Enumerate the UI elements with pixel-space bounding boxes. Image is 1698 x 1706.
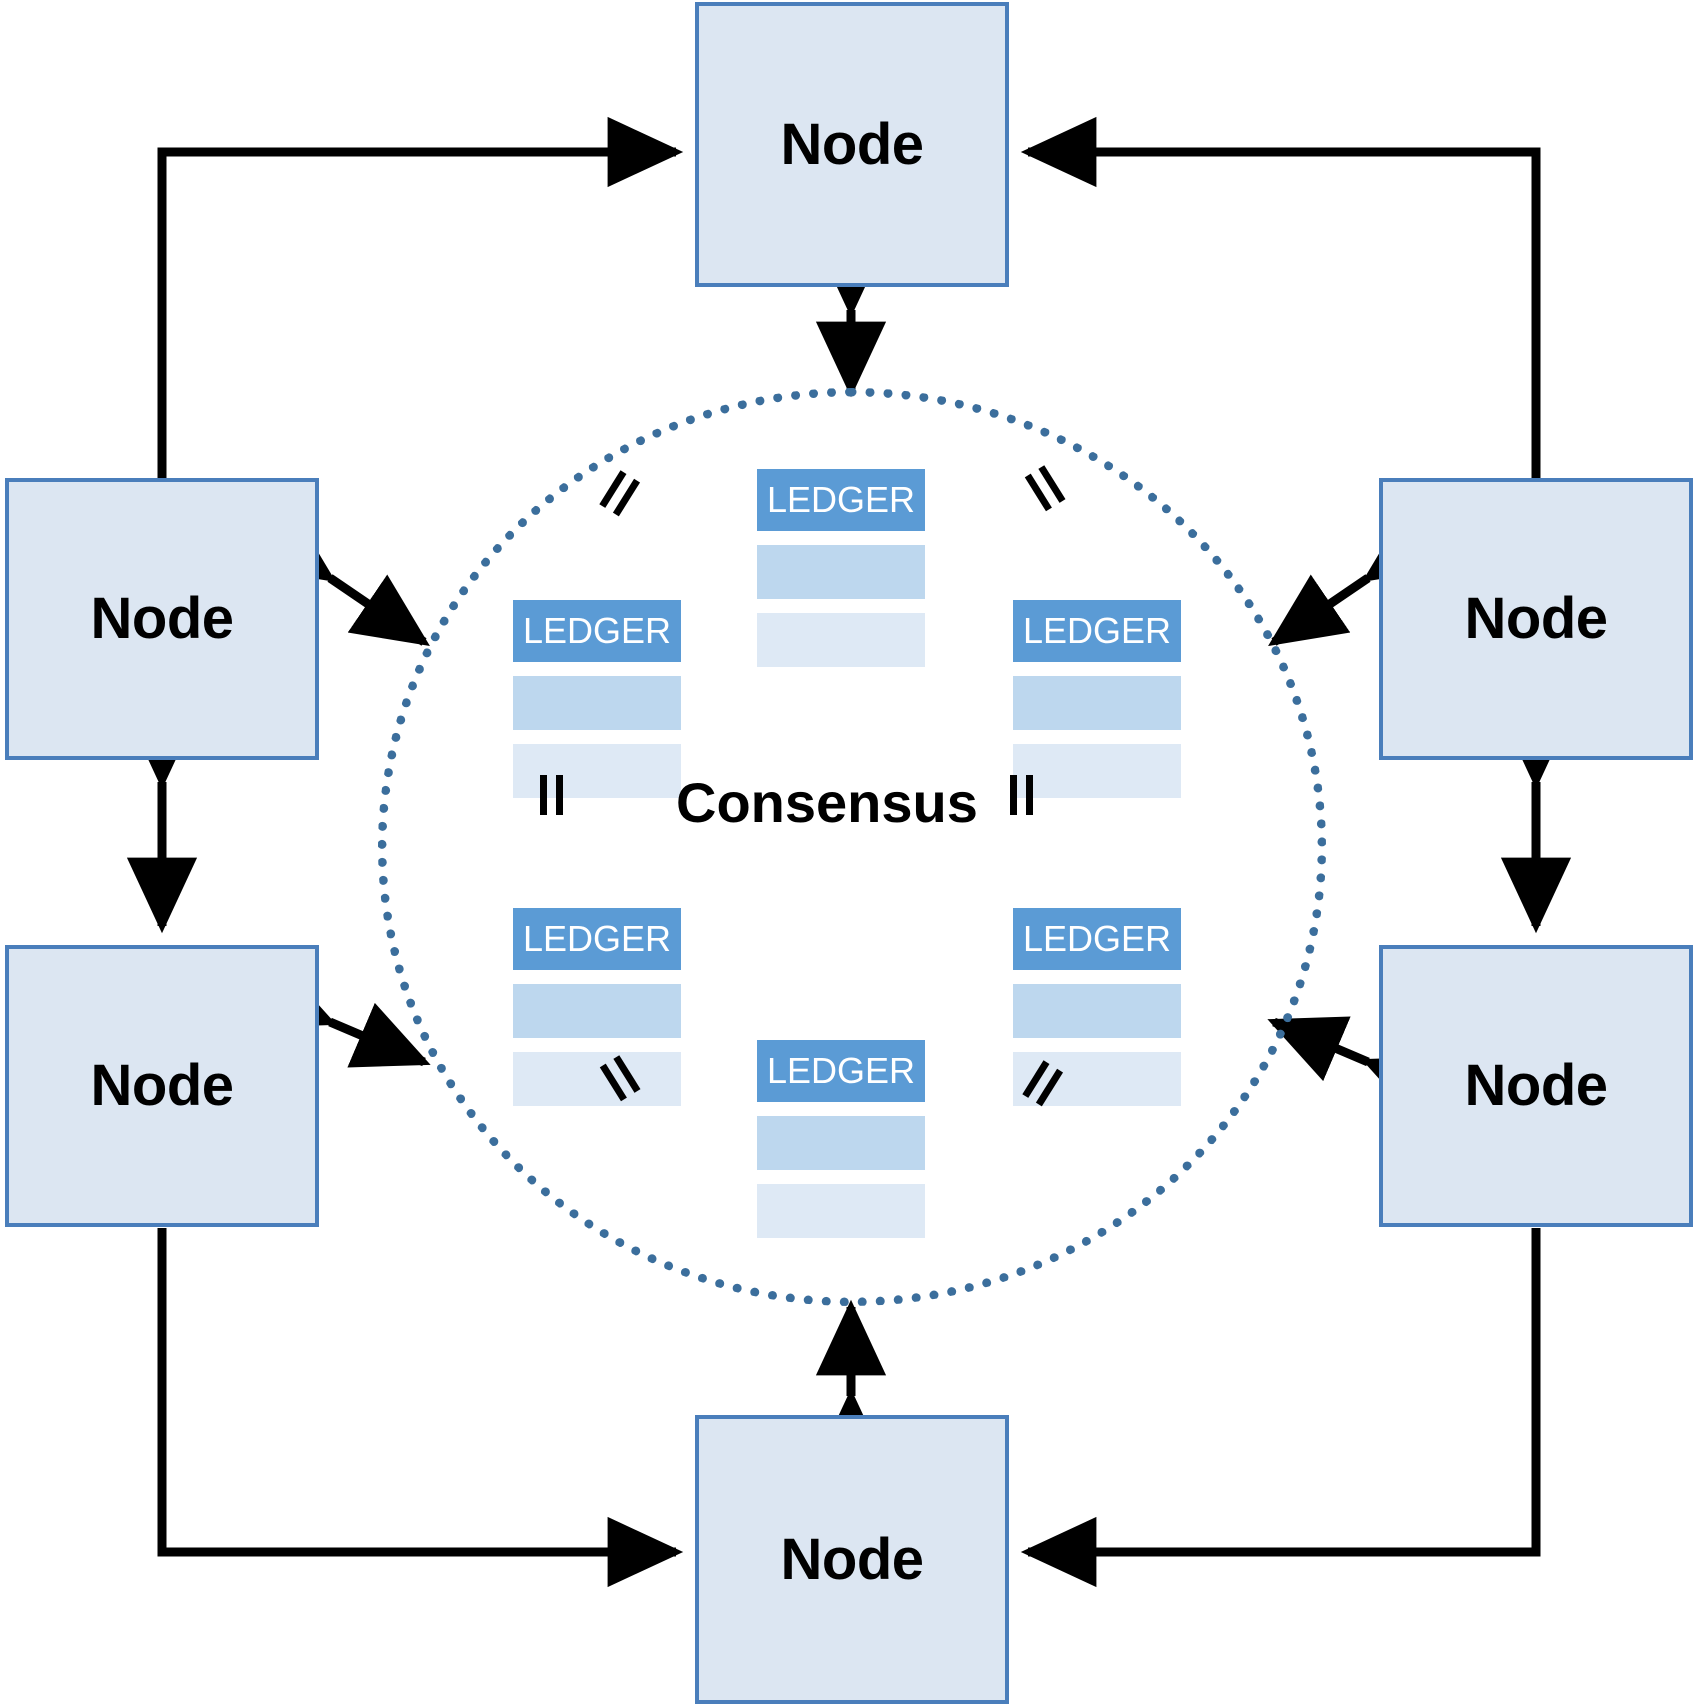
ledger-lower-left-row-1	[513, 984, 681, 1038]
edge-rightupper-to-top	[1020, 116, 1541, 478]
ledger-spacer	[513, 1038, 681, 1052]
node-top[interactable]: Node	[695, 2, 1009, 287]
consensus-label: Consensus	[676, 771, 978, 834]
node-right-upper[interactable]: Node	[1379, 478, 1693, 760]
node-bottom[interactable]: Node	[695, 1415, 1009, 1704]
edge-leftlower-to-consensus	[253, 962, 431, 1068]
edge-leftupper-to-top	[157, 116, 684, 478]
node-top-label: Node	[780, 111, 925, 177]
ledger-spacer	[757, 531, 925, 545]
ledger-upper-right[interactable]: LEDGER	[1013, 600, 1181, 798]
ledger-upper-left[interactable]: LEDGER	[513, 600, 681, 798]
node-right-lower-label: Node	[1464, 1053, 1609, 1118]
ledger-spacer	[513, 730, 681, 744]
ledger-upper-right-row-2	[1013, 744, 1181, 798]
ledger-bottom-header: LEDGER	[757, 1040, 925, 1102]
ledger-spacer	[1013, 662, 1181, 676]
edge-rightlower-to-bottom	[1020, 1228, 1541, 1588]
node-bottom-label: Node	[780, 1526, 925, 1592]
edge-leftupper-to-consensus	[253, 510, 430, 647]
consensus-boundary-circle	[378, 388, 1326, 1306]
equals-icon-mid-right	[1003, 775, 1043, 821]
ledger-top-header: LEDGER	[757, 469, 925, 531]
ledger-top-row-2	[757, 613, 925, 667]
edge-rightupper-to-consensus	[1268, 510, 1445, 647]
ledger-upper-right-row-1	[1013, 676, 1181, 730]
node-right-lower[interactable]: Node	[1379, 945, 1693, 1227]
ledger-lower-right-header: LEDGER	[1013, 908, 1181, 970]
ledger-spacer	[757, 1170, 925, 1184]
ledger-upper-left-header: LEDGER	[513, 600, 681, 662]
ledger-lower-left[interactable]: LEDGER	[513, 908, 681, 1106]
ledger-upper-right-header: LEDGER	[1013, 600, 1181, 662]
equals-icon-mid-left	[533, 775, 573, 821]
node-left-upper-label: Node	[90, 586, 235, 651]
ledger-spacer	[757, 599, 925, 613]
node-left-upper[interactable]: Node	[5, 478, 319, 760]
node-left-lower-label: Node	[90, 1053, 235, 1118]
ledger-upper-left-row-1	[513, 676, 681, 730]
ledger-spacer	[513, 970, 681, 984]
ledger-spacer	[757, 1102, 925, 1116]
ledger-bottom-row-1	[757, 1116, 925, 1170]
ledger-spacer	[1013, 970, 1181, 984]
edge-leftlower-to-bottom	[157, 1228, 684, 1588]
ledger-spacer	[513, 662, 681, 676]
node-right-upper-label: Node	[1464, 586, 1609, 651]
ledger-top-row-1	[757, 545, 925, 599]
ledger-spacer	[1013, 730, 1181, 744]
edge-rightlower-to-consensus	[1267, 1016, 1445, 1122]
ledger-top[interactable]: LEDGER	[757, 469, 925, 667]
ledger-bottom[interactable]: LEDGER	[757, 1040, 925, 1238]
ledger-lower-left-row-2	[513, 1052, 681, 1106]
ledger-lower-right-row-1	[1013, 984, 1181, 1038]
ledger-lower-left-header: LEDGER	[513, 908, 681, 970]
node-left-lower[interactable]: Node	[5, 945, 319, 1227]
ledger-bottom-row-2	[757, 1184, 925, 1238]
